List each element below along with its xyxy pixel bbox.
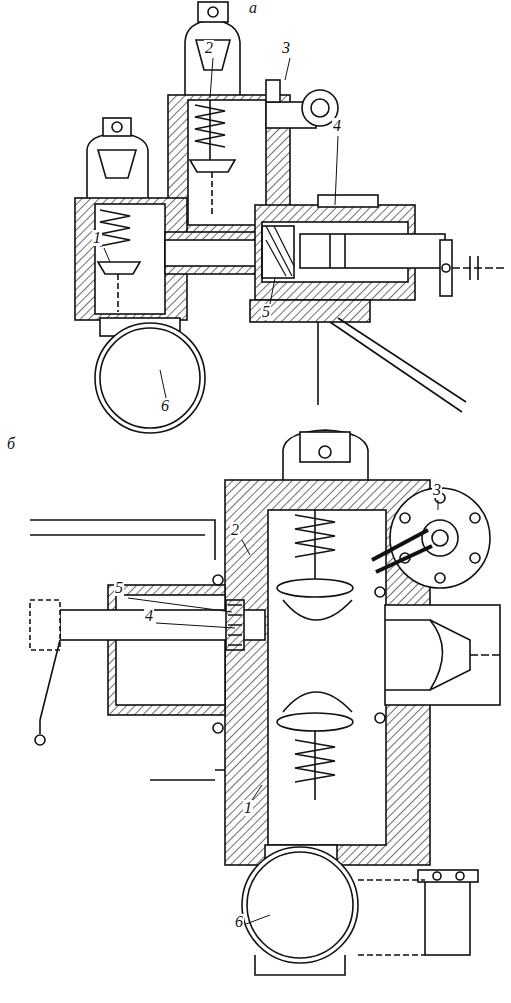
callout-number: 6 (160, 398, 170, 414)
callout-number: 4 (332, 118, 342, 134)
callout-number: 5 (261, 304, 271, 320)
callout-number: 6 (234, 914, 244, 930)
view-b (30, 430, 500, 975)
callout-number: 2 (230, 522, 240, 538)
callout-number: 2 (204, 40, 214, 56)
callout-number: 3 (281, 40, 291, 56)
callout-number: 1 (243, 800, 253, 816)
callout-number: 5 (114, 580, 124, 596)
callout-number: 3 (432, 482, 442, 498)
callout-number: б (6, 436, 16, 452)
leader-lines (104, 58, 438, 924)
callout-number: 1 (92, 230, 102, 246)
view-a (75, 2, 506, 433)
callout-number: 4 (144, 608, 154, 624)
callout-number: а (248, 0, 258, 16)
